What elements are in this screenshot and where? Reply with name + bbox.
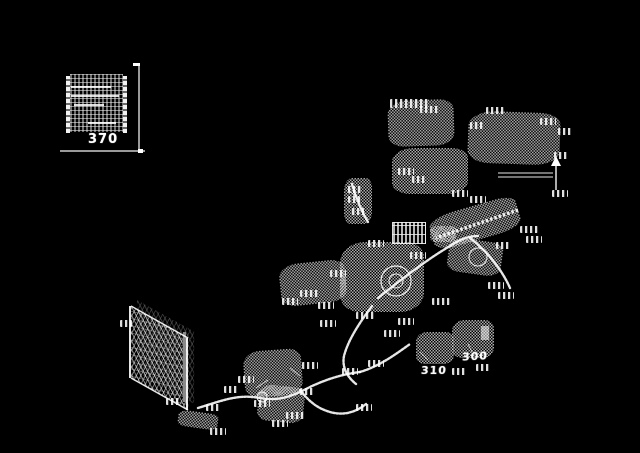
inset-frame-corner bbox=[138, 149, 143, 153]
callout-label bbox=[318, 302, 334, 309]
callout-label bbox=[368, 240, 384, 247]
inset-text-row bbox=[88, 122, 116, 124]
callout-label bbox=[210, 428, 226, 435]
callout-label bbox=[368, 360, 384, 367]
callout-label bbox=[238, 376, 254, 383]
callout-label bbox=[282, 298, 298, 305]
callout-label bbox=[496, 242, 510, 249]
callout-label bbox=[390, 99, 428, 108]
callout-label bbox=[558, 128, 572, 135]
callout-label bbox=[540, 118, 556, 125]
callout-label bbox=[410, 252, 426, 259]
callout-box bbox=[392, 222, 426, 244]
callout-label bbox=[356, 404, 372, 411]
callout-label bbox=[300, 290, 318, 297]
callout-label bbox=[206, 404, 220, 411]
cooler-outlet-pipe bbox=[183, 332, 186, 402]
callout-label bbox=[348, 196, 360, 203]
callout-label bbox=[470, 122, 484, 129]
callout-label bbox=[120, 320, 132, 327]
part-cluster bbox=[430, 226, 456, 242]
callout-label bbox=[320, 320, 336, 327]
callout-label bbox=[254, 400, 270, 407]
callout-label bbox=[348, 186, 362, 193]
callout-label bbox=[286, 412, 304, 419]
inset-left-bracket bbox=[66, 76, 70, 133]
inset-frame-right bbox=[138, 64, 140, 153]
callout-label bbox=[470, 196, 486, 203]
callout-label bbox=[272, 420, 288, 427]
callout-label bbox=[526, 236, 542, 243]
inset-frame-tick bbox=[133, 63, 140, 66]
inset-text-row bbox=[71, 95, 119, 97]
callout-label bbox=[330, 270, 346, 277]
ref-link-300[interactable]: 300 bbox=[461, 349, 489, 364]
valve-block-300 bbox=[452, 320, 494, 358]
callout-label bbox=[398, 168, 414, 175]
callout-label bbox=[486, 107, 504, 114]
callout-label bbox=[356, 312, 374, 319]
callout-label bbox=[166, 398, 180, 405]
callout-label bbox=[342, 368, 358, 375]
callout-label bbox=[432, 298, 450, 305]
callout-label bbox=[452, 368, 466, 375]
callout-label bbox=[352, 208, 364, 215]
inset-figure-number[interactable]: 370 bbox=[88, 132, 119, 147]
callout-label bbox=[488, 282, 504, 289]
ref-link-310[interactable]: 310 bbox=[420, 364, 448, 377]
callout-label bbox=[300, 388, 314, 395]
callout-label bbox=[452, 190, 468, 197]
callout-label bbox=[420, 106, 438, 113]
callout-label bbox=[476, 364, 490, 371]
callout-label bbox=[520, 226, 538, 233]
callout-label bbox=[554, 152, 568, 159]
inset-text-row bbox=[71, 86, 111, 88]
callout-label bbox=[498, 292, 514, 299]
inset-frame-bottom bbox=[60, 150, 145, 152]
callout-label bbox=[384, 330, 400, 337]
inset-text-row bbox=[74, 104, 104, 106]
callout-label bbox=[398, 318, 414, 325]
inset-right-bracket bbox=[123, 76, 127, 133]
callout-label bbox=[224, 386, 238, 393]
valve-block-310 bbox=[416, 332, 454, 364]
callout-label bbox=[552, 190, 568, 197]
callout-label bbox=[412, 176, 426, 183]
callout-label bbox=[302, 362, 318, 369]
